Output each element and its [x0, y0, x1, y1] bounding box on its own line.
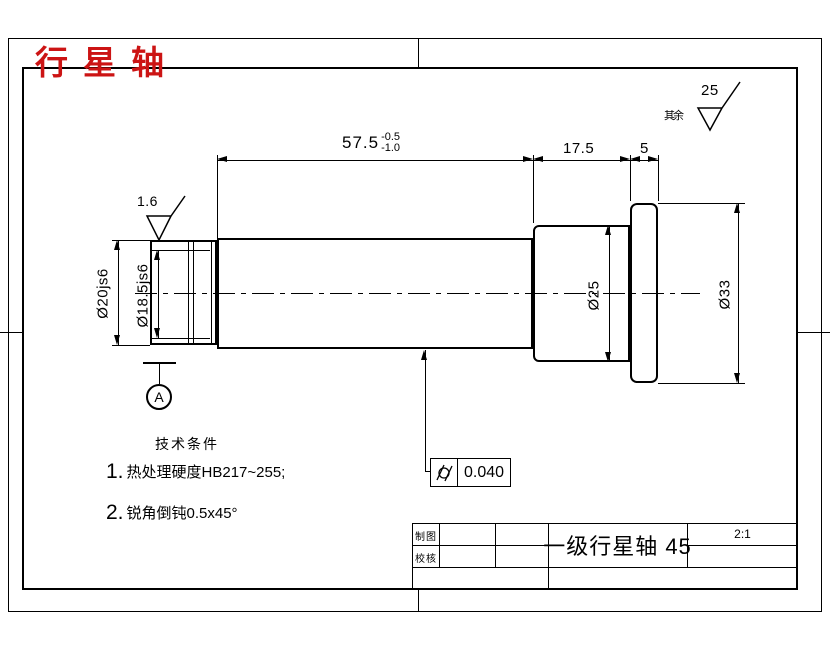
title-block-line — [495, 523, 496, 567]
dimension-text-dia-flange: Ø33 — [716, 279, 734, 310]
title-block-drawn-label: 制图 — [415, 532, 437, 543]
extension-line — [630, 155, 631, 201]
dimension-arrow — [114, 240, 120, 250]
note-number: 2. — [106, 501, 124, 524]
groove-edge-line — [188, 241, 189, 344]
dimension-arrow — [154, 328, 160, 338]
feature-control-frame: 0.040 — [430, 458, 511, 487]
datum-label-circle: A — [146, 384, 172, 410]
dimension-line-length-flange — [630, 160, 658, 161]
cylindricity-icon — [431, 459, 458, 486]
dimension-arrow — [154, 250, 160, 260]
surface-finish-value: 1.6 — [137, 193, 158, 209]
groove-edge-line — [193, 241, 194, 344]
default-roughness-value: 25 — [701, 82, 719, 99]
dimension-arrow — [605, 352, 611, 362]
drawing-title: 行星轴 — [35, 44, 179, 81]
sheet-border-outer — [8, 38, 822, 612]
dimension-line-length-main — [217, 160, 533, 161]
dimension-text-dia-journal: Ø20js6 — [94, 268, 112, 319]
dimension-arrow — [734, 373, 740, 383]
dimension-line-dia-groove — [158, 250, 159, 338]
shaft-centerline — [135, 293, 700, 294]
dimension-text-dia-collar: Ø25 — [585, 280, 603, 311]
dimension-line-dia-journal — [118, 240, 119, 345]
dimension-arrow — [533, 156, 543, 162]
dimension-arrow — [217, 156, 227, 162]
journal-step-line — [211, 241, 212, 344]
leader-arrow — [421, 350, 427, 360]
default-roughness-prefix: 其余 — [664, 110, 684, 122]
dimension-value: 57.5 — [342, 133, 380, 152]
title-block-line — [412, 523, 798, 524]
dimension-text-length-flange: 5 — [640, 140, 649, 157]
notes-heading: 技术条件 — [155, 436, 219, 452]
extension-line — [217, 155, 218, 238]
dimension-text-length-main: 57.5 -0.5 -1.0 — [342, 132, 400, 154]
dimension-arrow — [114, 335, 120, 345]
center-mark-top — [418, 38, 419, 67]
geo-tolerance-value: 0.040 — [463, 463, 505, 481]
title-block-line — [439, 523, 440, 567]
title-block-part-name: 一级行星轴 45 — [543, 534, 692, 559]
dimension-arrow — [605, 225, 611, 235]
title-block-line — [412, 523, 413, 590]
dimension-text-dia-groove: Ø18.5js6 — [134, 263, 152, 328]
title-block-line — [412, 545, 548, 546]
dimension-text-length-collar: 17.5 — [563, 140, 595, 157]
dimension-line-dia-collar — [609, 225, 610, 362]
dimension-arrow — [620, 156, 630, 162]
note-number: 1. — [106, 460, 124, 483]
title-block-line — [548, 523, 549, 590]
dimension-arrow — [630, 156, 640, 162]
title-block-line — [687, 523, 688, 567]
extension-line — [112, 240, 150, 241]
datum-stem — [159, 364, 160, 384]
roughness-check-icon — [696, 81, 741, 132]
note-item: 2. 锐角倒钝0.5x45° — [106, 501, 238, 524]
extension-line — [658, 155, 659, 201]
extension-line — [152, 250, 210, 251]
tolerance-upper: -0.5 — [381, 131, 401, 143]
note-text: 锐角倒钝0.5x45° — [126, 505, 238, 522]
extension-line — [658, 203, 745, 204]
leader-line — [425, 471, 431, 472]
dimension-arrow — [734, 203, 740, 213]
extension-line — [112, 345, 150, 346]
center-mark-right — [798, 332, 830, 333]
center-mark-bottom — [418, 590, 419, 612]
note-text: 热处理硬度HB217~255; — [126, 464, 286, 481]
leader-line — [425, 350, 426, 472]
extension-line — [533, 155, 534, 223]
extension-line — [152, 338, 210, 339]
tolerance-lower: -1.0 — [381, 142, 401, 154]
title-block-checked-label: 校核 — [415, 554, 437, 565]
title-block-line — [687, 545, 798, 546]
dimension-arrow — [648, 156, 658, 162]
extension-line — [658, 383, 745, 384]
datum-letter: A — [154, 389, 164, 405]
dimension-line-dia-flange — [738, 203, 739, 383]
roughness-check-icon — [145, 195, 186, 242]
note-item: 1. 热处理硬度HB217~255; — [106, 460, 286, 483]
dimension-line-length-collar — [533, 160, 630, 161]
shaft-journal-outline — [150, 240, 217, 345]
center-mark-left — [0, 332, 22, 333]
datum-bar — [143, 362, 176, 364]
title-block-line — [412, 567, 798, 568]
title-block-scale: 2:1 — [734, 527, 751, 541]
dimension-arrow — [523, 156, 533, 162]
sheet-border-inner — [22, 67, 798, 590]
